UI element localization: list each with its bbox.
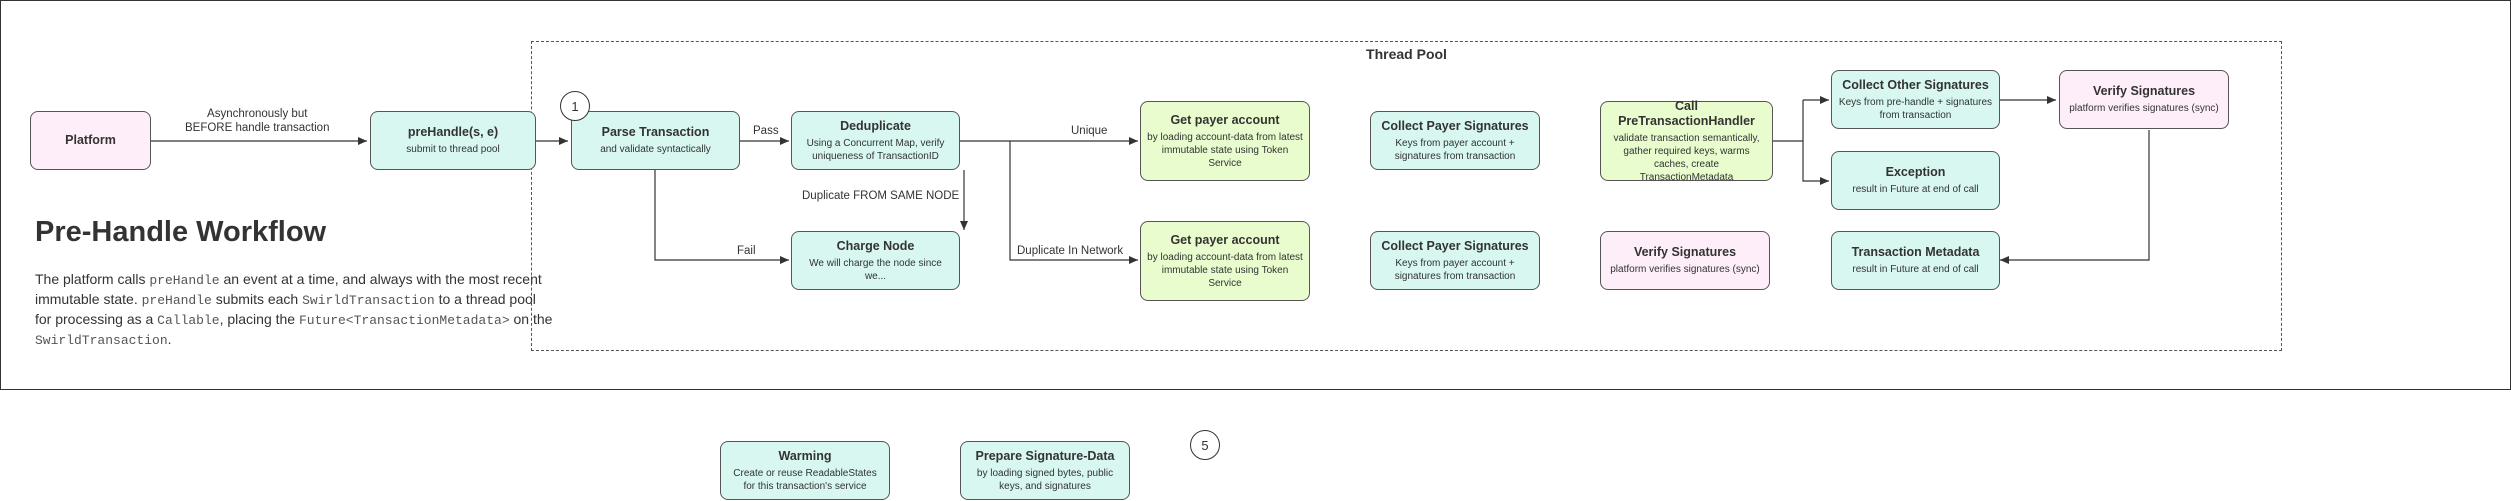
node-verify-signatures-top: Verify Signatures platform verifies sign… (2059, 70, 2229, 129)
description-text: an event at a time, and always with the … (35, 271, 542, 307)
node-exception-title: Exception (1885, 165, 1946, 179)
node-payer-network-sub: by loading account-data from latest immu… (1147, 251, 1303, 289)
node-collect-other-sub: Keys from pre-handle + signatures from t… (1838, 96, 1993, 121)
edge-verify-txmeta (2000, 130, 2150, 264)
node-charge-title: Charge Node (836, 238, 915, 253)
description-code: preHandle (149, 273, 220, 288)
description-code: SwirldTransaction (302, 293, 435, 308)
node-platform: Platform (30, 111, 151, 170)
node-verify-signatures-bottom-sub: platform verifies signatures (sync) (1610, 264, 1760, 275)
workflow-description: The platform calls preHandle an event at… (35, 270, 555, 350)
description-code: SwirldTransaction (35, 333, 168, 348)
node-call-pretransaction: Call PreTransactionHandler validate tran… (1600, 98, 1773, 183)
edge-label-pass: Pass (753, 125, 779, 137)
node-collect-other-title: Collect Other Signatures (1842, 77, 1989, 92)
node-payer-unique-title: Get payer account (1170, 112, 1280, 127)
node-payer-unique: Get payer account by loading account-dat… (1140, 101, 1310, 181)
edge-label-async: Asynchronously but BEFORE handle transac… (185, 108, 330, 134)
edge-dedup-payer2 (1009, 141, 1138, 264)
node-collect-other: Collect Other Signatures Keys from pre-h… (1831, 70, 2000, 129)
node-warming-sub: Create or reuse ReadableStates for this … (733, 467, 877, 492)
node-warming-title: Warming (778, 448, 832, 463)
description-text: The platform calls (35, 271, 150, 287)
node-collect-payer-top-title: Collect Payer Signatures (1381, 118, 1529, 133)
node-call-pretransaction-sub: validate transaction semantically, gathe… (1613, 132, 1760, 183)
description-text: submits each (211, 291, 303, 307)
description-code: Callable (157, 313, 220, 328)
node-dedup: Deduplicate Using a Concurrent Map, veri… (791, 111, 960, 170)
node-parse-sub: and validate syntactically (600, 144, 711, 155)
node-prehandle: preHandle(s, e) submit to thread pool (370, 111, 536, 170)
node-exception-sub: result in Future at end of call (1852, 184, 1979, 195)
thread-pool-container: Thread Pool (531, 41, 2282, 351)
edge-label-dup-network: Duplicate In Network (1017, 244, 1124, 258)
description-code: preHandle (141, 293, 212, 308)
node-collect-payer-bottom-title: Collect Payer Signatures (1381, 238, 1529, 253)
node-transaction-metadata: Transaction Metadata result in Future at… (1831, 231, 2000, 290)
node-collect-payer-top: Collect Payer Signatures Keys from payer… (1370, 111, 1540, 170)
node-warming: Warming Create or reuse ReadableStates f… (720, 441, 890, 500)
node-collect-payer-top-sub: Keys from payer account + signatures fro… (1394, 137, 1516, 162)
node-collect-payer-bottom: Collect Payer Signatures Keys from payer… (1370, 231, 1540, 290)
node-verify-signatures-bottom: Verify Signatures platform verifies sign… (1600, 231, 1770, 290)
edge-callpre-exception (1802, 141, 1829, 185)
thread-pool-title: Thread Pool (1366, 46, 1447, 62)
node-prepare-signature-data-sub: by loading signed bytes, public keys, an… (976, 467, 1114, 492)
edge-label-fail: Fail (737, 245, 756, 257)
node-dedup-title: Deduplicate (840, 118, 911, 133)
node-platform-title: Platform (65, 133, 116, 147)
description-code: Future<TransactionMetadata> (298, 313, 510, 328)
marker-five: 5 (1190, 430, 1220, 460)
node-charge-sub: We will charge the node since we... (809, 257, 942, 282)
description-text: on the (509, 311, 553, 327)
page-title: Pre-Handle Workflow (35, 216, 327, 248)
node-payer-network: Get payer account by loading account-dat… (1140, 221, 1310, 301)
node-verify-signatures-top-sub: platform verifies signatures (sync) (2069, 103, 2219, 114)
node-collect-payer-bottom-sub: Keys from payer account + signatures fro… (1394, 257, 1516, 282)
edge-callpre-split (1773, 100, 1804, 142)
node-payer-network-title: Get payer account (1170, 232, 1280, 247)
node-prepare-signature-data-title: Prepare Signature-Data (975, 448, 1115, 463)
edge-parse-charge (654, 170, 789, 264)
node-transaction-metadata-sub: result in Future at end of call (1852, 264, 1979, 275)
edge-label-dup-same-node: Duplicate FROM SAME NODE (802, 189, 960, 203)
node-prepare-signature-data: Prepare Signature-Data by loading signed… (960, 441, 1130, 500)
node-parse: Parse Transaction and validate syntactic… (571, 111, 740, 170)
node-verify-signatures-bottom-title: Verify Signatures (1633, 245, 1737, 259)
node-call-pretransaction-title: Call PreTransactionHandler (1618, 98, 1755, 128)
node-exception: Exception result in Future at end of cal… (1831, 151, 2000, 210)
node-charge: Charge Node We will charge the node sinc… (791, 231, 960, 290)
description-text: . (167, 331, 172, 347)
description-text: , placing the (219, 311, 299, 327)
description-text: to a thread pool for processing as a (35, 291, 536, 327)
node-prehandle-title: preHandle(s, e) (407, 125, 499, 139)
node-dedup-sub: Using a Concurrent Map, verify uniquenes… (806, 137, 945, 162)
marker-one: 1 (560, 91, 590, 121)
node-payer-unique-sub: by loading account-data from latest immu… (1147, 131, 1303, 169)
node-parse-title: Parse Transaction (601, 125, 710, 139)
edge-label-unique: Unique (1071, 125, 1108, 137)
node-verify-signatures-top-title: Verify Signatures (2092, 84, 2196, 98)
node-prehandle-sub: submit to thread pool (406, 144, 500, 155)
node-transaction-metadata-title: Transaction Metadata (1851, 245, 1980, 259)
